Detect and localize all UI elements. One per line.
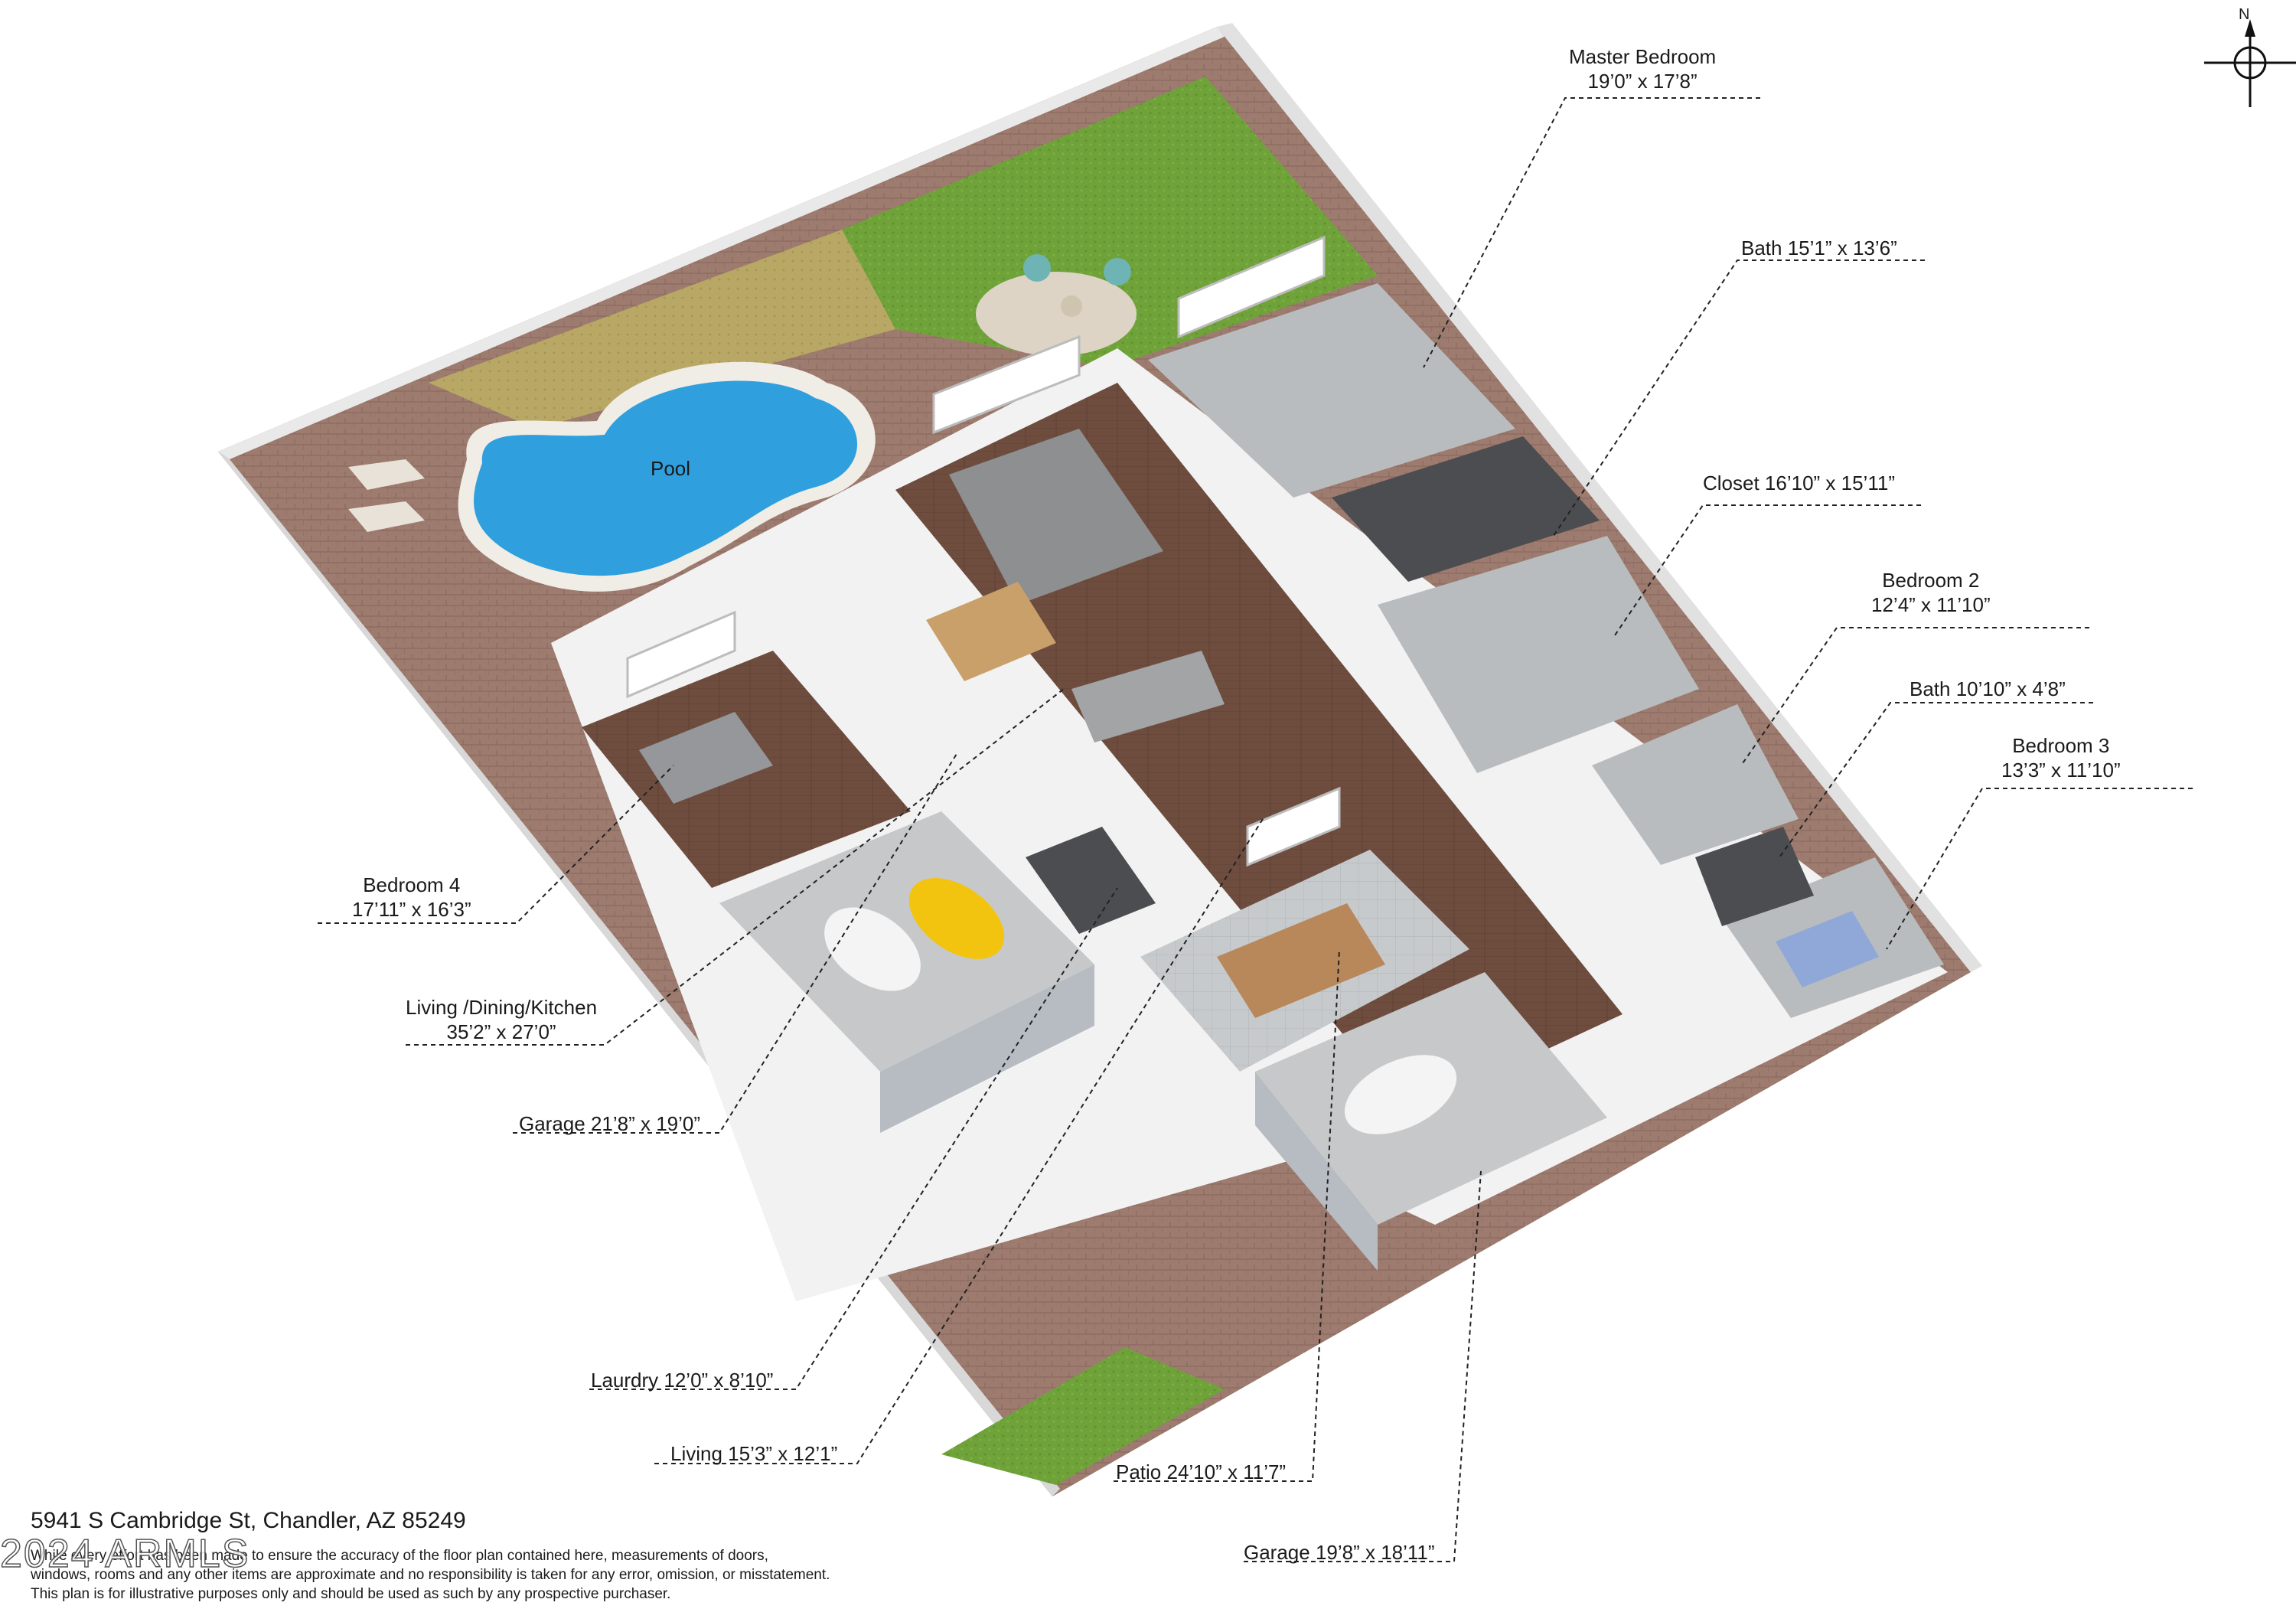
laundry-floor <box>1026 827 1156 934</box>
master-bedroom-floor <box>1148 283 1515 498</box>
label-closet: Closet 16’10” x 15’11” <box>1703 472 1895 494</box>
label-laundry: Laurdry 12’0” x 8’10” <box>591 1369 774 1392</box>
master-bath-floor <box>1332 436 1600 582</box>
patio <box>1140 850 1469 1072</box>
label-patio: Patio 24’10” x 11’7” <box>1116 1460 1287 1483</box>
bedroom4-size: 17’11” x 16’3” <box>352 898 471 921</box>
label-garage2: Garage 19’8” x 18’11” <box>1244 1541 1435 1564</box>
property-address: 5941 S Cambridge St, Chandler, AZ 85249 <box>31 1508 466 1533</box>
compass-icon <box>2204 19 2296 107</box>
leader-lines <box>318 97 2193 1562</box>
pool <box>458 361 876 592</box>
garage2 <box>1255 972 1607 1271</box>
label-bedroom4: Bedroom 4 17’11” x 16’3” <box>352 873 471 922</box>
ldk-size: 35’2” x 27’0” <box>446 1020 556 1043</box>
label-pool: Pool <box>651 457 691 480</box>
master-bedroom-size: 19’0” x 17’8” <box>1587 70 1698 93</box>
label-bedroom3: Bedroom 3 13’3” x 11’10” <box>2001 733 2121 782</box>
bedroom3-name: Bedroom 3 <box>2012 734 2110 757</box>
front-lawn <box>941 1347 1225 1485</box>
disclaimer-line-2: windows, rooms and any other items are a… <box>31 1567 830 1583</box>
bedroom2-name: Bedroom 2 <box>1882 569 1980 592</box>
label-living-dining-kitchen: Living /Dining/Kitchen 35’2” x 27’0” <box>406 995 597 1044</box>
compass-north-label: N <box>2239 6 2250 23</box>
bedroom2-floor <box>1592 704 1799 865</box>
bedroom3-size: 13’3” x 11’10” <box>2001 759 2121 782</box>
label-garage1: Garage 21’8” x 19’0” <box>519 1112 701 1135</box>
label-bedroom2: Bedroom 2 12’4” x 11’10” <box>1871 568 1991 617</box>
windows <box>626 235 1341 867</box>
closet-floor <box>1378 536 1699 773</box>
label-bath2: Bath 10’10” x 4’8” <box>1910 677 2066 700</box>
ldk-name: Living /Dining/Kitchen <box>406 996 598 1019</box>
label-living: Living 15’3” x 12’1” <box>670 1442 838 1465</box>
label-master-bath: Bath 15’1” x 13’6” <box>1741 237 1897 259</box>
disclaimer-line-1: While every effort has been made to ensu… <box>31 1548 768 1564</box>
bath2-floor <box>1695 827 1814 926</box>
bedroom2-size: 12’4” x 11’10” <box>1871 593 1991 616</box>
master-bedroom-name: Master Bedroom <box>1569 45 1717 68</box>
bedroom4-name: Bedroom 4 <box>363 873 461 896</box>
outdoor-seating <box>976 254 1137 356</box>
watermark: 2024 ARMLS <box>0 1531 250 1577</box>
disclaimer-line-3: This plan is for illustrative purposes o… <box>31 1586 671 1602</box>
label-master-bedroom: Master Bedroom 19’0” x 17’8” <box>1569 44 1716 93</box>
lounge-chairs <box>348 459 425 532</box>
